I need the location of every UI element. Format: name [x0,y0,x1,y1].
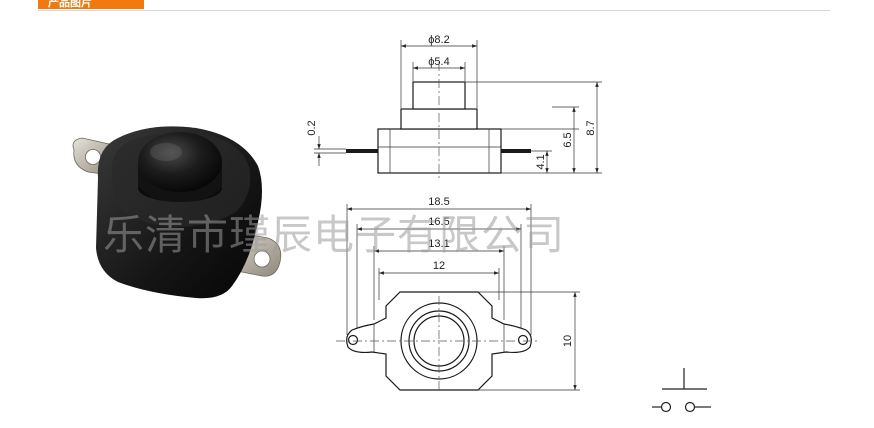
dim-width-13-1: 13.1 [428,238,449,250]
side-view-drawing: ϕ8.2 ϕ5.4 0.2 4.1 6.5 8.7 [306,34,602,180]
dim-tab-thickness: 0.2 [306,120,318,135]
dim-width-18-5: 18.5 [428,196,449,208]
dim-width-16-5: 16.5 [428,216,449,228]
header-tab: 产品图片 [38,0,144,9]
switch-schematic-symbol [652,368,711,413]
side-body [377,128,502,174]
left-mount-hole [347,334,359,346]
left-pin [346,149,378,153]
header-tab-label: 产品图片 [48,0,92,9]
right-pin [501,149,531,153]
dim-tab-height: 4.1 [535,154,547,169]
right-mount-hole [517,334,529,346]
dim-top-inner-dia: ϕ5.4 [428,56,449,68]
header-divider [38,10,830,11]
dim-depth-10: 10 [562,335,574,347]
company-watermark: 乐清市瑾辰电子有限公司 [103,211,565,259]
dim-body-height: 6.5 [562,132,574,147]
switch-photo [72,126,282,299]
dim-width-12: 12 [433,260,445,272]
dim-total-height: 8.7 [585,120,597,135]
dim-top-outer-dia: ϕ8.2 [428,34,449,46]
top-view-drawing: 18.5 16.5 13.1 12 10 [336,196,580,392]
